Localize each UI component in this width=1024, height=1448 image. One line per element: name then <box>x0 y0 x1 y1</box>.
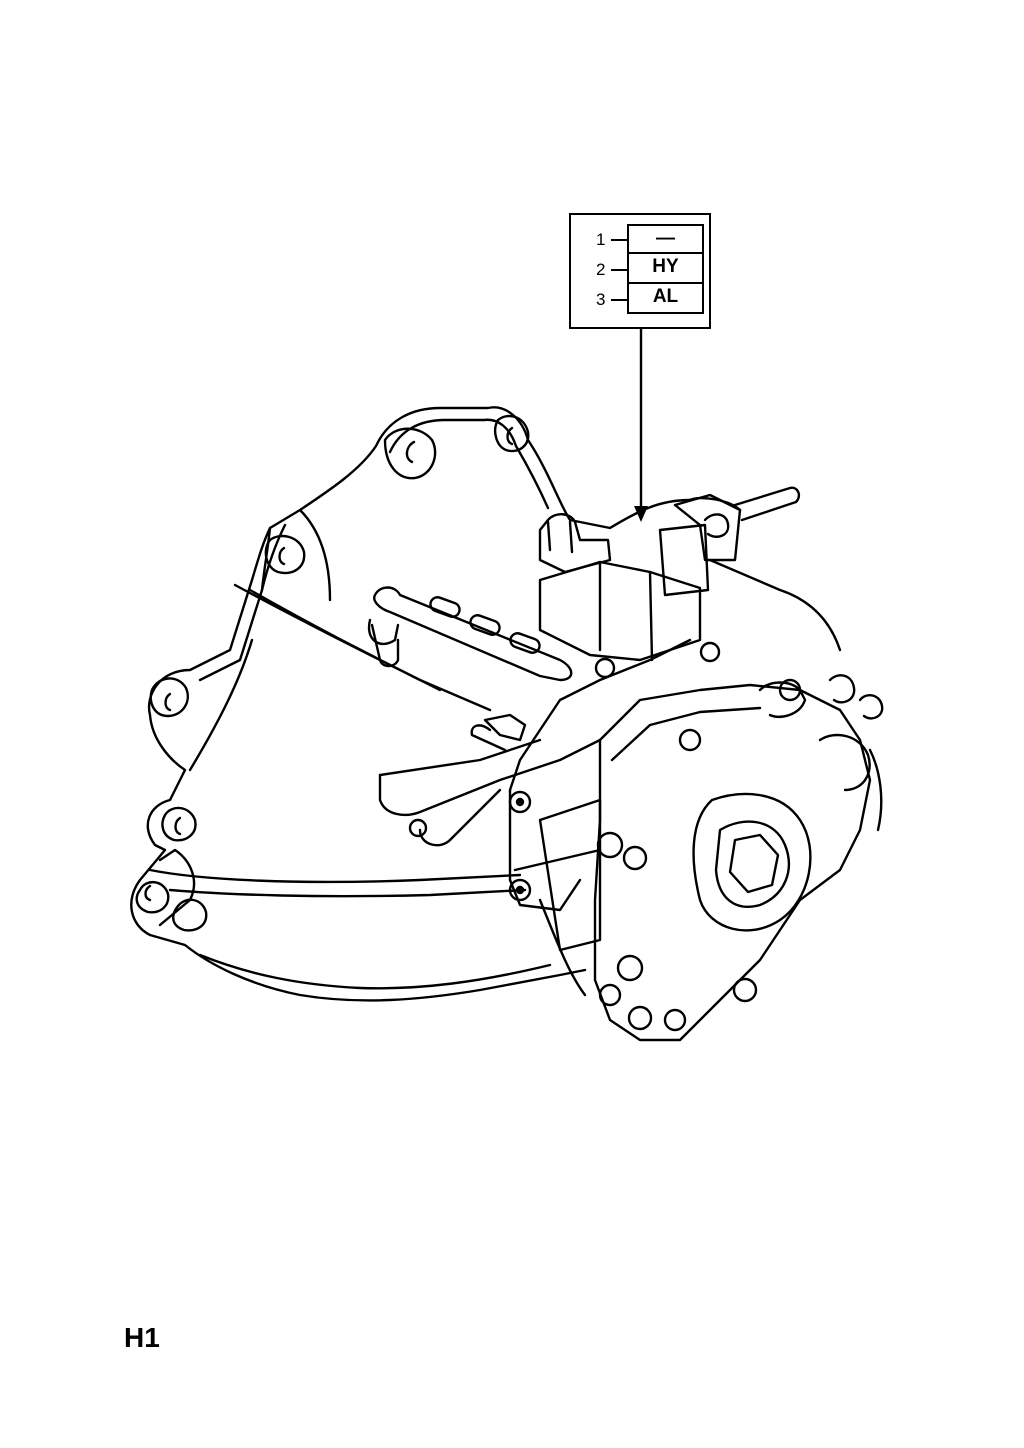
bell-housing <box>130 406 692 1002</box>
legend-tick <box>611 299 627 301</box>
shift-housing <box>538 486 842 662</box>
central-housing <box>378 638 692 952</box>
part-code-legend: 1 — 2 HY 3 AL <box>569 213 711 329</box>
legend-tick <box>611 269 627 271</box>
legend-row: 3 AL <box>571 284 713 314</box>
mounting-lugs <box>135 414 530 932</box>
legend-number: 1 <box>596 230 606 249</box>
page-label: H1 <box>124 1322 160 1353</box>
legend-row: 2 HY <box>571 254 713 284</box>
legend-code: AL <box>627 284 704 314</box>
legend-number: 3 <box>596 290 606 309</box>
legend-tick <box>611 239 627 241</box>
legend-code: — <box>627 224 704 254</box>
leader-arrow <box>634 327 648 522</box>
end-cover <box>593 674 884 1042</box>
legend-code: HY <box>627 254 704 284</box>
legend-number: 2 <box>596 260 606 279</box>
cover-bolts <box>594 641 758 1032</box>
legend-row: 1 — <box>571 224 713 254</box>
shift-plate <box>367 586 573 682</box>
